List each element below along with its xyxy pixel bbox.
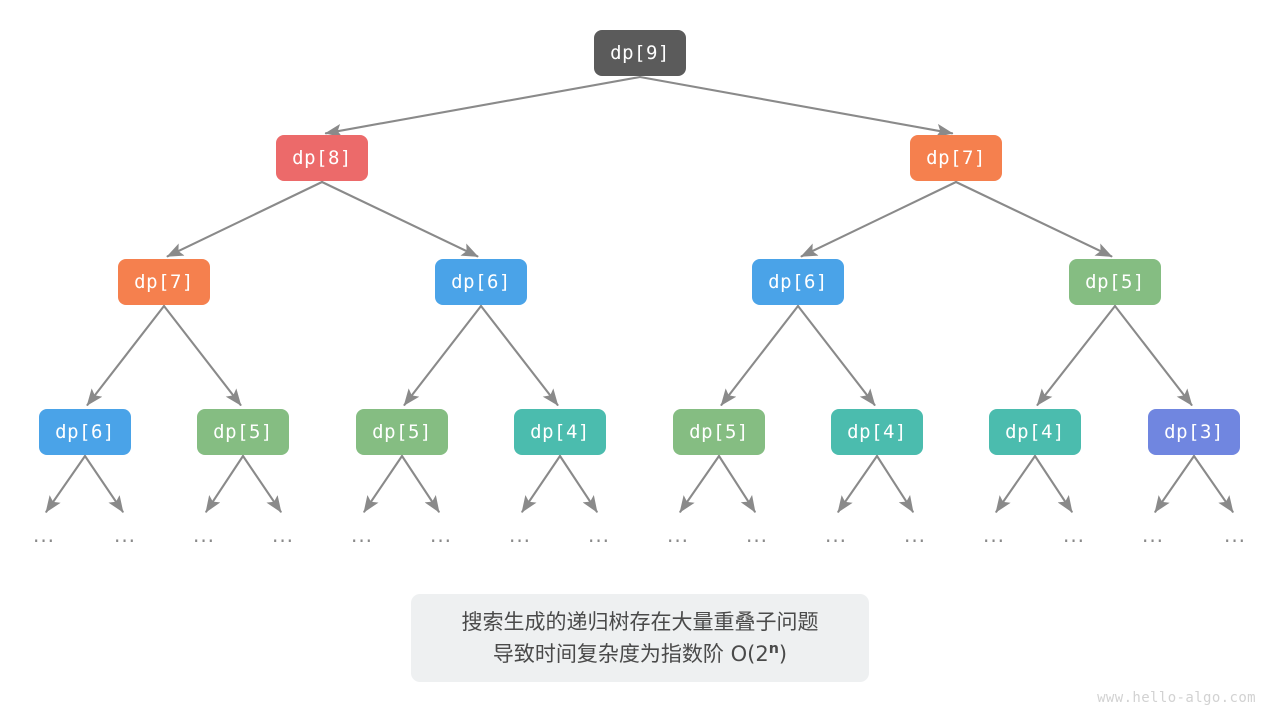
tree-node-label: dp[5] <box>372 421 432 443</box>
tree-node-dp6-n4: dp[6] <box>435 259 527 305</box>
caption-bigo-base: O(2 <box>730 642 769 666</box>
tree-node-dp4-n13: dp[4] <box>989 409 1081 455</box>
caption-bigo-exponent: n <box>768 641 779 657</box>
tree-node-label: dp[4] <box>530 421 590 443</box>
ellipsis-mark: ... <box>1141 523 1165 547</box>
ellipsis-mark: ... <box>508 523 532 547</box>
tree-node-dp6-n7: dp[6] <box>39 409 131 455</box>
caption-line-1: 搜索生成的递归树存在大量重叠子问题 <box>461 610 819 634</box>
tree-node-label: dp[6] <box>451 271 511 293</box>
tree-node-label: dp[4] <box>847 421 907 443</box>
tree-node-label: dp[8] <box>292 147 352 169</box>
caption-line-2-prefix: 导致时间复杂度为指数阶 <box>492 642 731 666</box>
tree-node-dp6-n5: dp[6] <box>752 259 844 305</box>
ellipsis-mark: ... <box>1062 523 1086 547</box>
tree-node-dp5-n8: dp[5] <box>197 409 289 455</box>
ellipsis-mark: ... <box>271 523 295 547</box>
ellipsis-mark: ... <box>1223 523 1247 547</box>
tree-node-label: dp[5] <box>1085 271 1145 293</box>
tree-node-dp5-n11: dp[5] <box>673 409 765 455</box>
ellipsis-mark: ... <box>350 523 374 547</box>
ellipsis-mark: ... <box>666 523 690 547</box>
tree-node-dp9-n0: dp[9] <box>594 30 686 76</box>
tree-node-dp7-n2: dp[7] <box>910 135 1002 181</box>
tree-node-dp8-n1: dp[8] <box>276 135 368 181</box>
watermark: www.hello-algo.com <box>1097 690 1256 706</box>
tree-node-label: dp[5] <box>689 421 749 443</box>
ellipsis-mark: ... <box>113 523 137 547</box>
tree-node-dp4-n12: dp[4] <box>831 409 923 455</box>
tree-node-label: dp[4] <box>1005 421 1065 443</box>
ellipsis-mark: ... <box>32 523 56 547</box>
tree-node-dp5-n6: dp[5] <box>1069 259 1161 305</box>
tree-node-label: dp[7] <box>926 147 986 169</box>
caption-box: 搜索生成的递归树存在大量重叠子问题 导致时间复杂度为指数阶 O(2n) <box>411 594 869 682</box>
caption-line-2: 导致时间复杂度为指数阶 O(2n) <box>493 638 787 670</box>
ellipsis-mark: ... <box>745 523 769 547</box>
tree-node-label: dp[3] <box>1164 421 1224 443</box>
tree-node-dp3-n14: dp[3] <box>1148 409 1240 455</box>
caption-bigo-suffix: ) <box>778 642 788 666</box>
ellipsis-mark: ... <box>824 523 848 547</box>
ellipsis-mark: ... <box>192 523 216 547</box>
tree-node-label: dp[5] <box>213 421 273 443</box>
tree-node-label: dp[6] <box>768 271 828 293</box>
tree-node-label: dp[9] <box>610 42 670 64</box>
tree-node-dp4-n10: dp[4] <box>514 409 606 455</box>
tree-node-label: dp[6] <box>55 421 115 443</box>
ellipsis-mark: ... <box>587 523 611 547</box>
ellipsis-mark: ... <box>982 523 1006 547</box>
tree-node-dp7-n3: dp[7] <box>118 259 210 305</box>
ellipsis-mark: ... <box>429 523 453 547</box>
tree-node-dp5-n9: dp[5] <box>356 409 448 455</box>
tree-node-label: dp[7] <box>134 271 194 293</box>
ellipsis-mark: ... <box>903 523 927 547</box>
